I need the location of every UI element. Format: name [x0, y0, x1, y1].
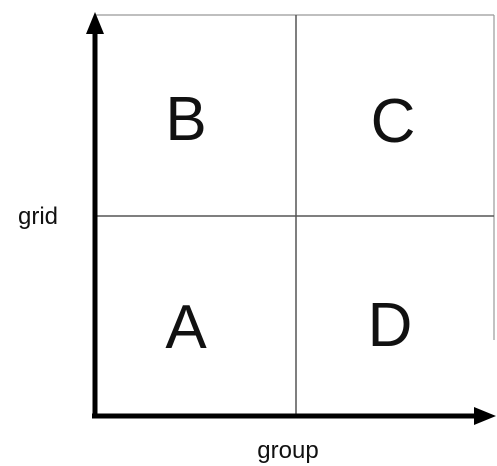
y-axis-arrowhead — [86, 12, 104, 34]
quadrant-label-c: C — [371, 87, 416, 156]
quadrant-label-a: A — [165, 293, 207, 362]
y-axis-label: grid — [18, 203, 58, 230]
quadrant-label-b: B — [165, 85, 206, 154]
x-axis-label: group — [257, 437, 318, 464]
x-axis-arrowhead — [474, 407, 496, 425]
quadrant-label-d: D — [368, 291, 413, 360]
